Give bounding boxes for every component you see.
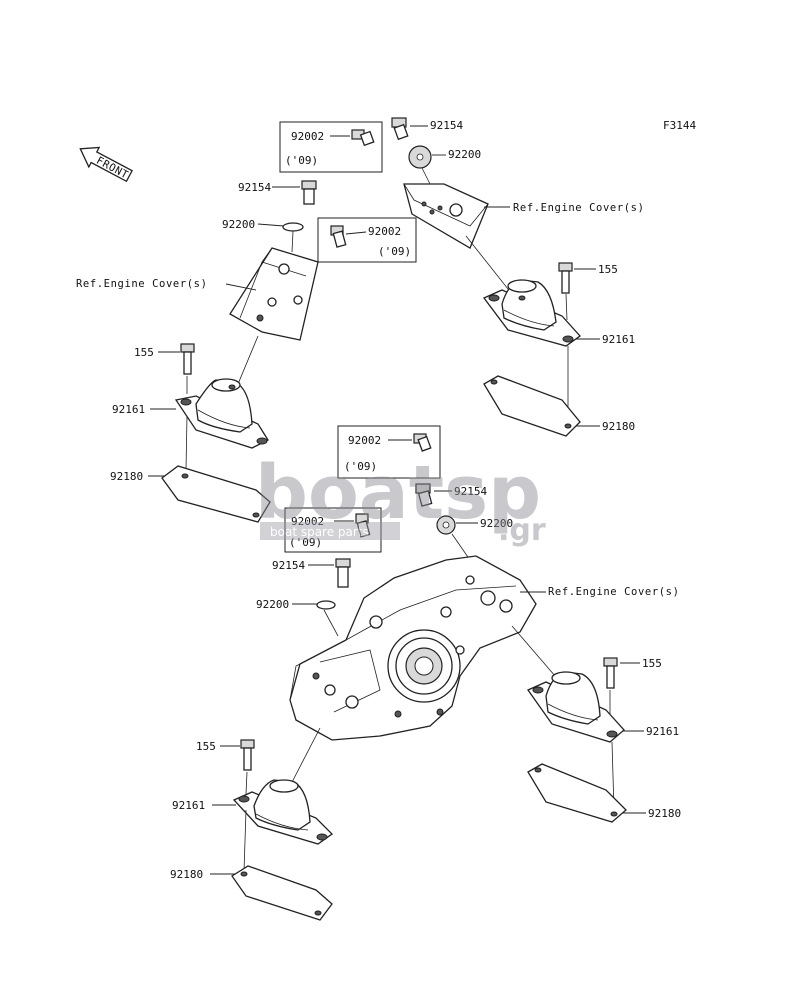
engine-cover-bracket-top-right [403,183,489,249]
label-92002-top-b: 92002 [368,225,401,238]
label-year-top-b: ('09) [378,245,411,258]
watermark-suffix: .gr [498,513,546,548]
washer-92200-mid-left-icon [316,600,336,610]
bolt-92002-icon-b [330,225,347,248]
label-92161-top-left: 92161 [112,403,145,416]
plate-92180-bottom-left [231,865,333,921]
engine-cover-bracket-top-left [229,247,319,341]
engine-mount-92161-bottom-left [232,779,334,845]
plate-92180-bottom-right [527,763,627,823]
watermark-tagline: boat spare parts [270,525,369,539]
bolt-92002-mid-b-icon [355,513,371,538]
label-ref-engine-cover-left: Ref.Engine Cover(s) [76,278,208,290]
stud-bolt-155-top-right-icon [558,262,573,294]
bolt-92002-mid-a-icon [413,433,432,452]
stud-bolt-155-icon [180,343,195,375]
callout-box-92002-mid-a [337,425,441,479]
engine-mount-92161-top-right [482,279,581,347]
label-92200-top-right: 92200 [448,148,481,161]
engine-mount-92161-bottom-right [527,671,625,743]
label-92200-mid: 92200 [480,517,513,530]
label-92154-mid: 92154 [454,485,487,498]
callout-box-92002-top-b [317,217,417,263]
watermark-logo: boatsp .gr boat spare parts [255,450,546,548]
bolt-92154-mid-icon [415,483,433,507]
bolt-92002-icon [351,129,375,147]
stud-bolt-155-bottom-right-icon [603,657,618,689]
label-92180-top-right: 92180 [602,420,635,433]
label-92154-top-left: 92154 [238,181,271,194]
label-155-top-right: 155 [598,263,618,276]
label-ref-engine-cover-top-right: Ref.Engine Cover(s) [513,202,645,214]
label-92200-mid-left: 92200 [256,598,289,611]
callout-box-92002-mid-b [284,507,382,553]
label-155-bottom-left: 155 [196,740,216,753]
label-92180-bottom-right: 92180 [648,807,681,820]
label-year-top-a: ('09) [285,154,318,167]
plate-92180-top-right [483,375,581,437]
bolt-92154-icon [301,180,317,205]
plate-92180-top-left [161,465,271,523]
figure-id: F3144 [663,119,696,132]
label-92154-mid-left: 92154 [272,559,305,572]
bolt-92154-mid-left-icon [335,558,351,588]
label-92002-mid-b: 92002 [291,515,324,528]
label-155-top-left: 155 [134,346,154,359]
front-arrow-icon: FRONT [79,146,133,183]
stud-bolt-155-bottom-left-icon [240,739,255,771]
callout-box-92002-top-a [279,121,383,173]
label-year-mid-b: ('09) [289,536,322,549]
watermark-text: boatsp [255,450,541,536]
label-92002-top-a: 92002 [291,130,324,143]
label-155-bottom-right: 155 [642,657,662,670]
label-92161-top-right: 92161 [602,333,635,346]
bolt-92154-top-right-icon [391,117,409,141]
label-year-mid-a: ('09) [344,460,377,473]
label-ref-engine-cover-mid: Ref.Engine Cover(s) [548,586,680,598]
front-label: FRONT [94,155,130,182]
label-92200-top-left: 92200 [222,218,255,231]
label-92002-mid-a: 92002 [348,434,381,447]
engine-mount-92161-top-left [174,378,269,449]
label-92180-top-left: 92180 [110,470,143,483]
engine-cover-housing [289,555,537,741]
washer-92200-icon [282,222,304,232]
label-92180-bottom-left: 92180 [170,868,203,881]
label-92154-top-right: 92154 [430,119,463,132]
label-92161-bottom-left: 92161 [172,799,205,812]
label-92161-bottom-right: 92161 [646,725,679,738]
